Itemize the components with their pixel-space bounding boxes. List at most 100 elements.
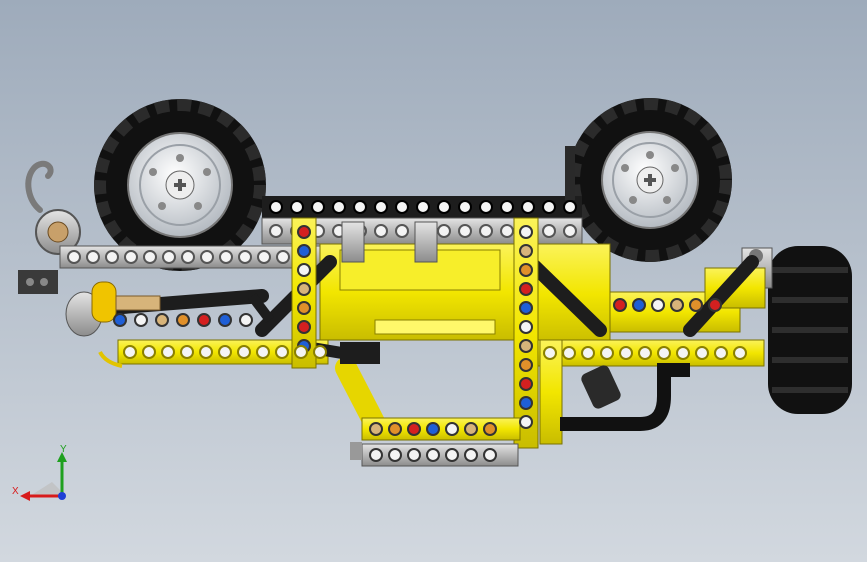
pin-hole	[269, 200, 283, 214]
pin-hole	[657, 346, 671, 360]
pin-hole	[445, 448, 459, 462]
pin-hole	[290, 200, 304, 214]
pin-hole	[458, 200, 472, 214]
pin-hole	[483, 448, 497, 462]
pin-hole	[563, 224, 577, 238]
pin-hole	[500, 200, 514, 214]
pin-hole	[86, 250, 100, 264]
pin-hole	[124, 250, 138, 264]
pin-hole	[395, 224, 409, 238]
pin-hole	[519, 263, 533, 277]
axis-triad: Y X	[12, 444, 67, 501]
pin-hole	[180, 345, 194, 359]
pin-hole	[113, 313, 127, 327]
pin-hole	[542, 200, 556, 214]
pin-hole	[407, 448, 421, 462]
pin-hole	[269, 224, 283, 238]
pin-hole	[695, 346, 709, 360]
pin-hole	[733, 346, 747, 360]
pin-hole	[519, 396, 533, 410]
pin-hole	[197, 313, 211, 327]
pin-hole	[161, 345, 175, 359]
grey-blocks	[340, 146, 575, 364]
pin-hole	[256, 345, 270, 359]
pin-hole	[519, 244, 533, 258]
pin-hole	[519, 301, 533, 315]
pin-hole	[426, 422, 440, 436]
z-axis-dot	[58, 492, 66, 500]
pin-hole	[519, 339, 533, 353]
pin-hole	[708, 298, 722, 312]
pin-hole	[519, 282, 533, 296]
pin-hole	[638, 346, 652, 360]
pin-hole	[238, 250, 252, 264]
pin-hole	[275, 345, 289, 359]
pin-hole	[464, 448, 478, 462]
hook-icon	[25, 160, 54, 213]
pin-hole	[199, 345, 213, 359]
pin-hole	[437, 224, 451, 238]
pin-hole	[155, 313, 169, 327]
pin-hole	[105, 250, 119, 264]
y-axis-arrow-icon	[57, 452, 67, 462]
pin-hole	[464, 422, 478, 436]
pin-hole	[297, 263, 311, 277]
y-axis-label: Y	[60, 444, 67, 455]
pin-hole	[519, 225, 533, 239]
pin-hole	[181, 250, 195, 264]
pin-hole	[445, 422, 459, 436]
pin-hole	[581, 346, 595, 360]
pin-hole	[294, 345, 308, 359]
pin-hole	[714, 346, 728, 360]
pin-hole	[219, 250, 233, 264]
pin-hole	[297, 301, 311, 315]
pin-hole	[426, 448, 440, 462]
pin-hole	[563, 200, 577, 214]
pin-hole	[651, 298, 665, 312]
pin-hole	[437, 200, 451, 214]
pin-hole	[297, 320, 311, 334]
pin-hole	[543, 346, 557, 360]
pin-hole	[218, 313, 232, 327]
pin-hole	[500, 224, 514, 238]
pin-hole	[134, 313, 148, 327]
pin-hole	[123, 345, 137, 359]
pin-hole	[521, 200, 535, 214]
pin-hole	[600, 346, 614, 360]
pin-hole	[542, 224, 556, 238]
pin-hole	[374, 200, 388, 214]
triad-plane	[30, 482, 66, 496]
rear-wheel	[568, 98, 732, 262]
pin-hole	[142, 345, 156, 359]
pin-hole	[67, 250, 81, 264]
pin-hole	[369, 448, 383, 462]
pin-hole	[632, 298, 646, 312]
motor	[65, 281, 161, 337]
pin-hole	[519, 320, 533, 334]
pins	[113, 225, 747, 462]
pin-hole	[562, 346, 576, 360]
pin-hole	[519, 377, 533, 391]
pin-hole	[176, 313, 190, 327]
pin-hole	[257, 250, 271, 264]
pin-hole	[395, 200, 409, 214]
pin-hole	[416, 200, 430, 214]
pin-hole	[276, 250, 290, 264]
pin-hole	[369, 422, 383, 436]
pin-hole	[689, 298, 703, 312]
pin-hole	[519, 415, 533, 429]
pin-hole	[200, 250, 214, 264]
pin-hole	[332, 200, 346, 214]
pin-hole	[388, 448, 402, 462]
pin-hole	[519, 358, 533, 372]
x-axis-label: X	[12, 486, 19, 497]
pin-hole	[388, 422, 402, 436]
side-wheel	[741, 246, 852, 414]
pin-hole	[297, 282, 311, 296]
pin-hole	[670, 298, 684, 312]
pin-hole	[676, 346, 690, 360]
pin-hole	[479, 200, 493, 214]
pin-hole	[162, 250, 176, 264]
